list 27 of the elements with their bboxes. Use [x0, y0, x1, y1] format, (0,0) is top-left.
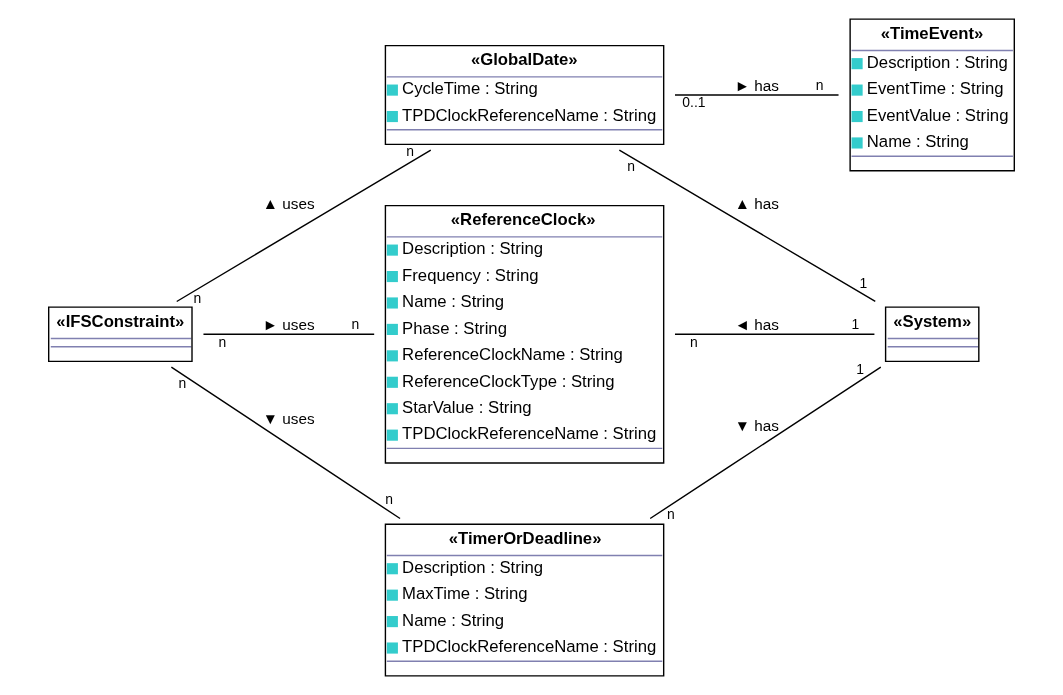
- label: n: [178, 375, 187, 392]
- connector: [176, 149, 432, 303]
- label: n: [815, 76, 824, 93]
- label: 1: [851, 315, 860, 332]
- connector: [202, 333, 375, 335]
- connector: [674, 333, 876, 335]
- label: n: [193, 289, 202, 306]
- edge-label: ► has: [734, 76, 779, 94]
- edge-label: ▼ has: [734, 417, 779, 435]
- edge-label: ▲ uses: [262, 194, 315, 212]
- label: n: [218, 333, 227, 350]
- label: n: [385, 491, 394, 508]
- label: 1: [856, 360, 865, 377]
- connector: [674, 94, 840, 96]
- edge-label: ▼ uses: [262, 410, 315, 428]
- label: n: [666, 505, 675, 522]
- label: 1: [859, 274, 868, 291]
- connector: [649, 366, 882, 520]
- connector: [618, 149, 876, 303]
- edge-label: ▲ has: [734, 194, 779, 212]
- label: 0..1: [682, 94, 706, 111]
- label: n: [690, 333, 698, 350]
- connector: [170, 366, 401, 520]
- label: n: [351, 315, 360, 332]
- edge-label: ► uses: [262, 315, 315, 333]
- edge-label: ◄ has: [734, 315, 779, 333]
- label: n: [627, 157, 635, 174]
